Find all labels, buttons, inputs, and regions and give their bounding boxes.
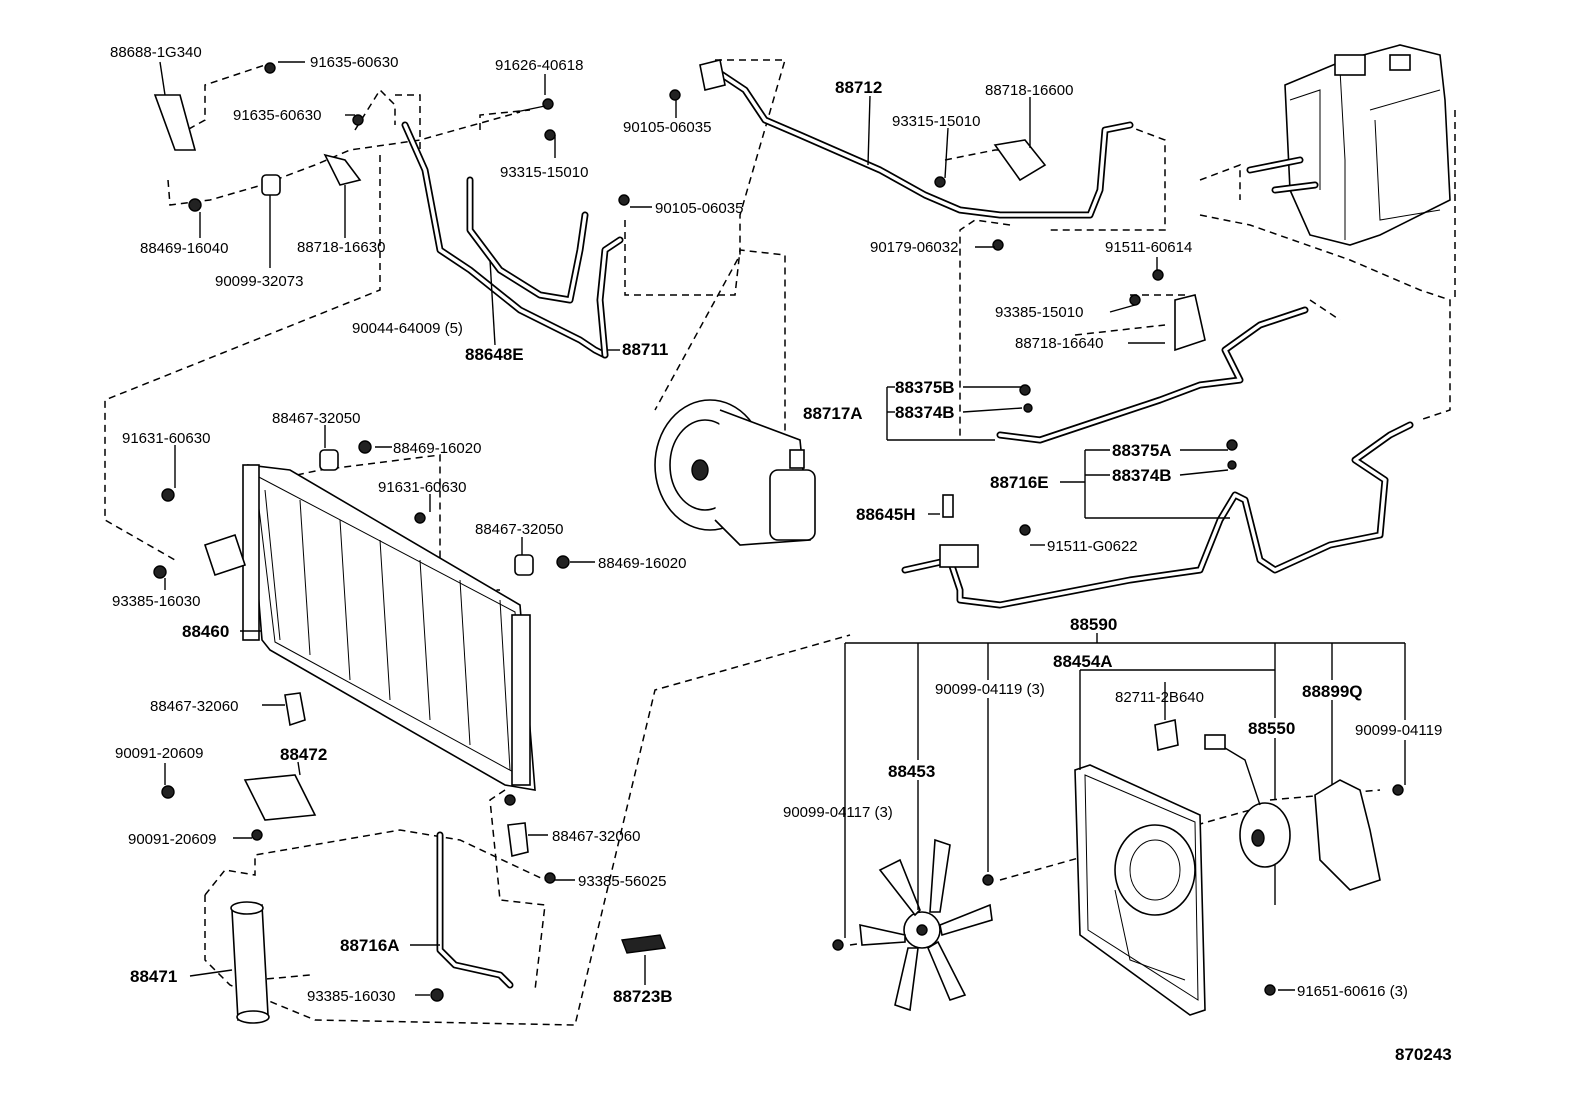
label-88467-32050-top: 88467-32050 xyxy=(272,410,360,427)
label-91631-60630-mid: 91631-60630 xyxy=(378,479,466,496)
bolts xyxy=(153,62,1404,1002)
label-88471: 88471 xyxy=(130,967,177,986)
label-90099-04119-3: 90099-04119 (3) xyxy=(935,681,1045,698)
label-88718-16630: 88718-16630 xyxy=(297,239,385,256)
label-90099-32073: 90099-32073 xyxy=(215,273,303,290)
label-93315-15010-right: 93315-15010 xyxy=(892,113,980,130)
leader-lines xyxy=(159,61,1406,996)
label-88460: 88460 xyxy=(182,622,229,641)
compressor xyxy=(654,399,816,546)
label-88716E: 88716E xyxy=(990,473,1049,492)
label-82711-2B640: 82711-2B640 xyxy=(1115,689,1204,706)
label-88711: 88711 xyxy=(622,340,668,359)
evaporator-unit xyxy=(1246,44,1451,246)
label-88648E: 88648E xyxy=(465,345,524,364)
condenser-fins xyxy=(264,489,511,771)
label-plate xyxy=(621,934,666,954)
diagram-code: 870243 xyxy=(1395,1045,1452,1064)
label-91651-60616: 91651-60616 (3) xyxy=(1297,983,1408,1000)
label-91511-60614: 91511-60614 xyxy=(1105,239,1192,256)
label-88454A: 88454A xyxy=(1053,652,1113,671)
label-88469-16020-top: 88469-16020 xyxy=(393,440,481,457)
refrigerant-lines xyxy=(401,66,1414,989)
motor-cover xyxy=(1314,779,1381,891)
label-90099-04117: 90099-04117 (3) xyxy=(783,804,893,821)
label-88688-1G340: 88688-1G340 xyxy=(110,44,202,61)
label-91635-60630-mid: 91635-60630 xyxy=(233,107,321,124)
label-90044-64009: 90044-64009 (5) xyxy=(352,320,463,337)
label-93385-15010: 93385-15010 xyxy=(995,304,1083,321)
label-88469-16020-mid: 88469-16020 xyxy=(598,555,686,572)
receiver-dryer xyxy=(230,901,270,1024)
label-88467-32060-left: 88467-32060 xyxy=(150,698,238,715)
label-88899Q: 88899Q xyxy=(1302,682,1363,701)
label-88467-32060-right: 88467-32060 xyxy=(552,828,640,845)
label-90099-04119: 90099-04119 xyxy=(1355,722,1442,739)
label-88472: 88472 xyxy=(280,745,327,764)
label-90091-20609-lower: 90091-20609 xyxy=(128,831,216,848)
label-88590: 88590 xyxy=(1070,615,1117,634)
part-labels: 88688-1G340 91635-60630 91635-60630 9162… xyxy=(110,44,1452,1064)
label-91631-60630-left: 91631-60630 xyxy=(122,430,210,447)
label-88718-16600: 88718-16600 xyxy=(985,82,1073,99)
label-88374B-lower: 88374B xyxy=(1112,466,1172,485)
label-88717A: 88717A xyxy=(803,404,863,423)
fan-blade xyxy=(859,838,993,1012)
label-93385-16030-left: 93385-16030 xyxy=(112,593,200,610)
label-90091-20609-upper: 90091-20609 xyxy=(115,745,203,762)
label-91626-40618: 91626-40618 xyxy=(495,57,583,74)
label-88550: 88550 xyxy=(1248,719,1295,738)
assembly-boundaries xyxy=(104,59,1456,1026)
label-88374B-upper: 88374B xyxy=(895,403,955,422)
label-88645H: 88645H xyxy=(856,505,916,524)
fittings xyxy=(153,59,1206,857)
label-90179-06032: 90179-06032 xyxy=(870,239,958,256)
label-90105-06035-mid: 90105-06035 xyxy=(655,200,743,217)
label-88469-16040: 88469-16040 xyxy=(140,240,228,257)
label-91635-60630-top: 91635-60630 xyxy=(310,54,398,71)
label-93315-15010-left: 93315-15010 xyxy=(500,164,588,181)
label-90105-06035-top: 90105-06035 xyxy=(623,119,711,136)
fan-shroud xyxy=(1074,764,1206,1016)
condenser xyxy=(242,464,536,791)
label-88467-32050-mid: 88467-32050 xyxy=(475,521,563,538)
label-88375B: 88375B xyxy=(895,378,955,397)
label-88716A: 88716A xyxy=(340,936,400,955)
label-93385-16030-bottom: 93385-16030 xyxy=(307,988,395,1005)
label-88712: 88712 xyxy=(835,78,882,97)
label-88375A: 88375A xyxy=(1112,441,1172,460)
label-93385-56025: 93385-56025 xyxy=(578,873,666,890)
label-88723B: 88723B xyxy=(613,987,673,1006)
label-88453: 88453 xyxy=(888,762,935,781)
label-88718-16640: 88718-16640 xyxy=(1015,335,1103,352)
label-91511-G0622: 91511-G0622 xyxy=(1047,538,1138,555)
fan-motor xyxy=(1204,734,1291,905)
